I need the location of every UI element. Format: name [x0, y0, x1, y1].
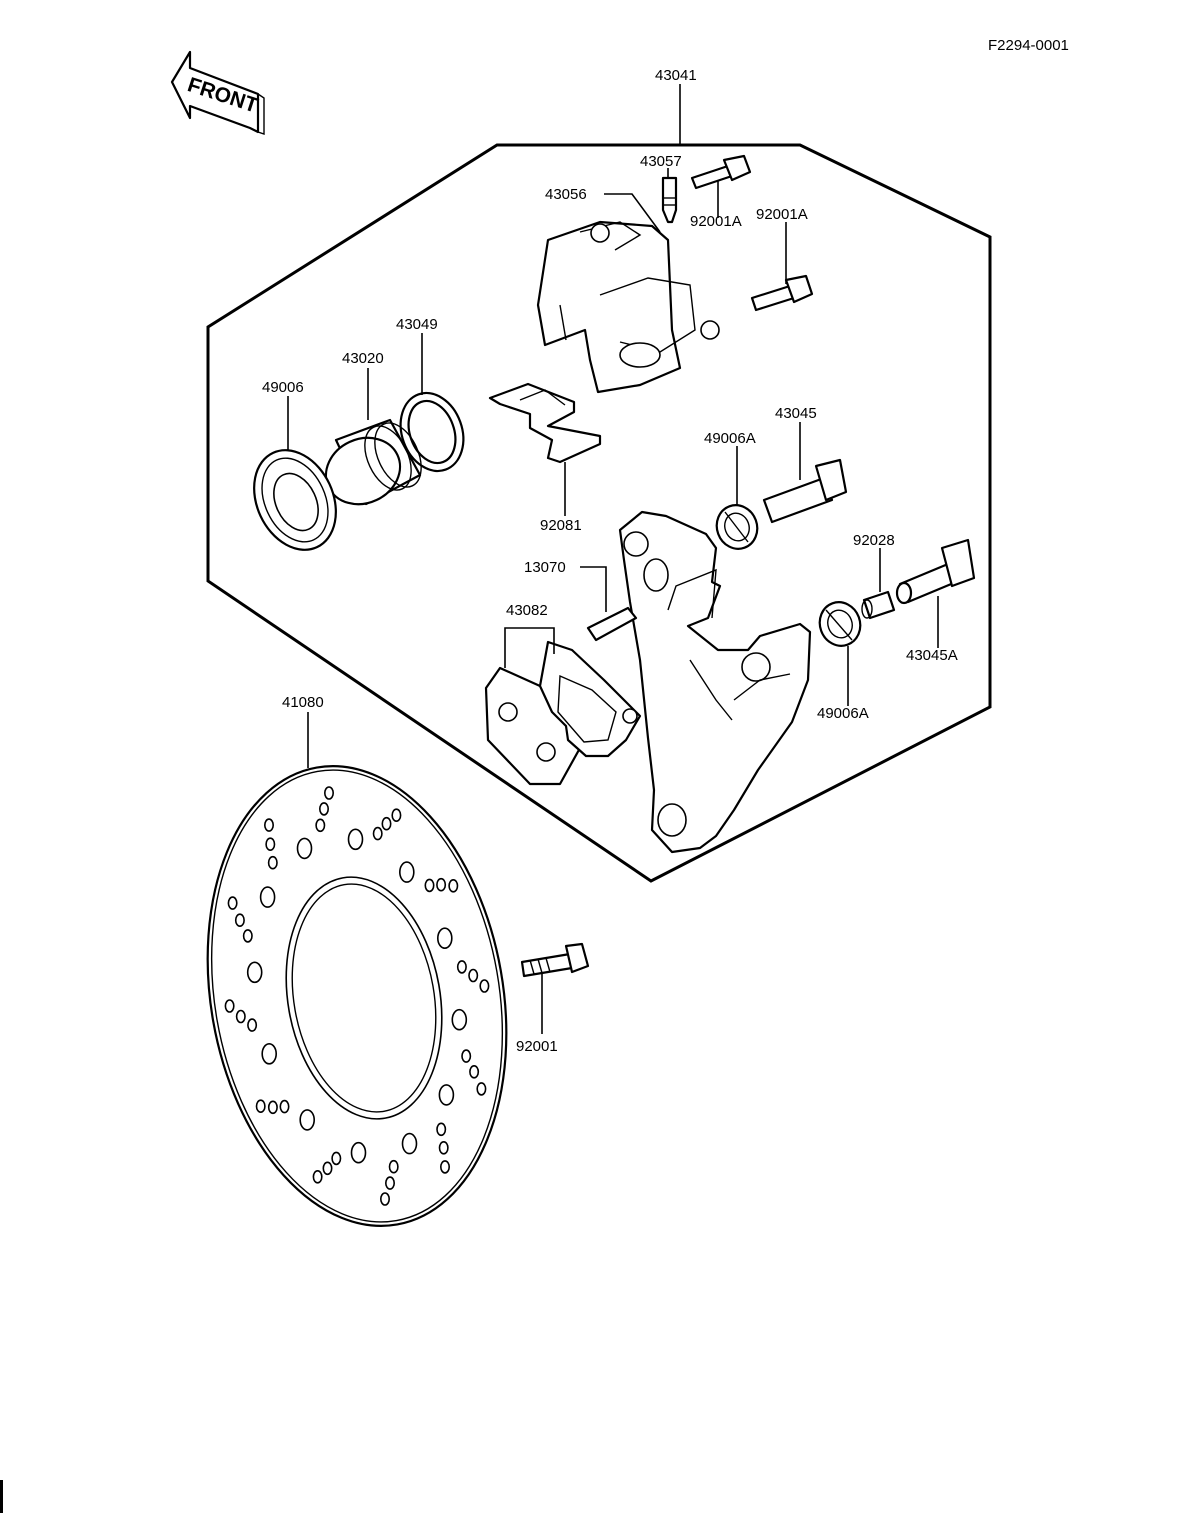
disc-small-hole — [312, 1170, 323, 1184]
disc-small-hole — [227, 896, 238, 910]
disc-large-hole — [299, 1109, 316, 1131]
front-arrow-icon: FRONT — [170, 50, 265, 135]
disc-large-hole — [246, 961, 263, 984]
dust-seal-49006 — [253, 449, 337, 551]
bushing-92028 — [861, 590, 896, 620]
disc-large-hole — [451, 1008, 468, 1031]
seal-43049 — [399, 391, 465, 473]
disc-small-hole — [424, 878, 435, 893]
disc-large-hole — [401, 1132, 418, 1155]
caliper-assembly-outline — [206, 143, 992, 883]
bleeder-valve — [661, 176, 678, 224]
pad-spring-92081 — [488, 382, 602, 464]
bolt-92001A-top — [690, 154, 752, 190]
disc-small-hole — [461, 1049, 472, 1063]
disc-small-hole — [242, 929, 253, 943]
disc-bolt-92001 — [520, 942, 590, 978]
disc-small-hole — [479, 979, 490, 993]
pad-pin-13070 — [586, 606, 638, 642]
disc-small-hole — [436, 877, 447, 892]
pin-43045A — [895, 538, 976, 605]
disc-small-hole — [235, 1009, 246, 1024]
disc-small-hole — [318, 802, 329, 816]
disc-small-hole — [322, 1161, 333, 1176]
caliper-body — [536, 220, 720, 394]
label-43057: 43057 — [640, 153, 682, 170]
disc-large-hole — [438, 1084, 455, 1106]
label-43049: 43049 — [396, 316, 438, 333]
disc-large-hole — [347, 828, 364, 851]
label-43041: 43041 — [655, 67, 697, 84]
disc-small-hole — [234, 913, 245, 928]
label-13070: 13070 — [524, 559, 566, 576]
disc-holes — [224, 786, 490, 1206]
disc-small-hole — [265, 837, 276, 852]
disc-small-hole — [384, 1176, 395, 1190]
disc-large-hole — [261, 1043, 278, 1065]
label-92028: 92028 — [853, 532, 895, 549]
disc-small-hole — [255, 1099, 266, 1113]
label-92001: 92001 — [516, 1038, 558, 1055]
label-49006A-top: 49006A — [704, 430, 756, 447]
label-92001A-top: 92001A — [690, 213, 742, 230]
disc-small-hole — [468, 968, 479, 983]
disc-small-hole — [263, 818, 274, 832]
label-41080: 41080 — [282, 694, 324, 711]
caliper-bracket — [618, 510, 812, 854]
disc-small-hole — [448, 878, 459, 893]
boot-49006A-top — [715, 504, 759, 550]
page-edge-mark — [0, 1480, 3, 1513]
disc-small-hole — [456, 960, 467, 974]
disc-large-hole — [436, 927, 453, 950]
label-49006A-bottom: 49006A — [817, 705, 869, 722]
disc-large-hole — [350, 1141, 367, 1164]
brake-pads-43082 — [484, 640, 642, 786]
label-92001A-right: 92001A — [756, 206, 808, 223]
brake-disc-41080 — [206, 765, 508, 1227]
disc-large-hole — [398, 861, 415, 883]
label-43020: 43020 — [342, 350, 384, 367]
disc-small-hole — [331, 1151, 342, 1166]
disc-small-hole — [224, 999, 235, 1013]
disc-small-hole — [323, 786, 334, 800]
disc-small-hole — [436, 1122, 447, 1137]
disc-small-hole — [381, 816, 392, 831]
disc-small-hole — [476, 1082, 487, 1096]
disc-small-hole — [388, 1159, 399, 1174]
label-49006: 49006 — [262, 379, 304, 396]
label-43045: 43045 — [775, 405, 817, 422]
label-43045A: 43045A — [906, 647, 958, 664]
disc-small-hole — [267, 855, 278, 870]
disc-large-hole — [259, 886, 276, 908]
label-43082: 43082 — [506, 602, 548, 619]
boot-49006A-bottom — [818, 601, 862, 647]
disc-small-hole — [279, 1099, 290, 1114]
disc-small-hole — [439, 1160, 450, 1174]
disc-small-hole — [247, 1018, 258, 1032]
disc-large-hole — [296, 837, 313, 860]
bolt-92001A-right — [750, 274, 814, 312]
disc-small-hole — [379, 1192, 390, 1206]
disc-small-hole — [372, 826, 383, 841]
disc-small-hole — [391, 808, 402, 823]
disc-small-hole — [469, 1065, 480, 1079]
disc-small-hole — [315, 818, 326, 833]
pin-43045 — [762, 458, 848, 524]
disc-small-hole — [267, 1100, 278, 1115]
figure-code: F2294-0001 — [988, 37, 1069, 54]
disc-small-hole — [438, 1141, 449, 1155]
label-92081: 92081 — [540, 517, 582, 534]
label-43056: 43056 — [545, 186, 587, 203]
